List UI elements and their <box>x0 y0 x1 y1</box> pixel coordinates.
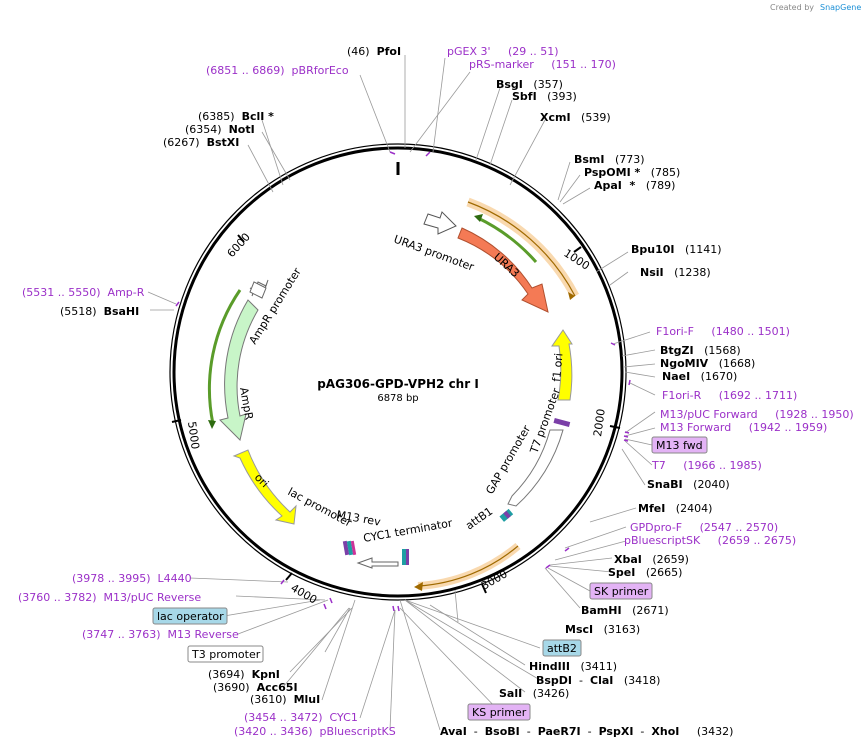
site-label-bsgi: BsgI (357) <box>496 78 563 91</box>
attb2-box-label: attB2 <box>547 642 577 655</box>
site-label-hindiii: HindIII (3411) <box>529 660 617 673</box>
site-label-pgex3: pGEX 3' (29 .. 51) <box>447 45 559 58</box>
site-label-ampr_lbl: (5531 .. 5550) Amp-R <box>22 286 145 299</box>
f1-ori-arrow <box>551 329 573 401</box>
site-label-avai: AvaI - BsoBI - PaeR7I - PspXI - XhoI (34… <box>440 725 733 738</box>
site-label-ngomiv: NgoMIV (1668) <box>660 357 755 370</box>
site-label-bstxi: (6267) BstXI <box>163 136 239 149</box>
site-label-xcmi: XcmI (539) <box>540 111 611 124</box>
attb2-marker <box>402 549 406 565</box>
site-label-m13puc: M13/pUC Forward (1928 .. 1950) <box>660 408 854 421</box>
site-label-cyc1: (3454 .. 3472) CYC1 <box>244 711 358 724</box>
backbone-inner <box>172 146 624 598</box>
t7-marker <box>553 417 571 427</box>
site-label-bspdi: BspDI - ClaI (3418) <box>536 674 660 687</box>
plasmid-size: 6878 bp <box>377 393 418 404</box>
ampr-arrow <box>219 299 259 441</box>
snapgene-logo: SnapGene <box>820 3 861 12</box>
site-labels: (46) PfoI pGEX 3' (29 .. 51)pRS-marker (1… <box>18 45 854 738</box>
site-label-f1orif: F1ori-F (1480 .. 1501) <box>656 325 790 338</box>
site-label-gpdprof: GPDpro-F (2547 .. 2570) <box>630 521 778 534</box>
ura3-arrow <box>457 227 549 313</box>
site-label-bpu10i: Bpu10I (1141) <box>631 243 722 256</box>
site-label-bsmi: BsmI (773) <box>574 153 645 166</box>
site-label-msci: MscI (3163) <box>565 623 640 636</box>
site-label-pblks: (3420 .. 3436) pBluescriptKS <box>234 725 396 738</box>
label-f1-ori: f1 ori <box>550 353 565 383</box>
cyc1-terminator-arrow <box>356 557 399 569</box>
attb2-box <box>542 639 582 657</box>
sk-primer-box-label: SK primer <box>594 585 649 598</box>
lac-operator-marker <box>346 540 354 556</box>
t3-promoter-box <box>187 645 264 663</box>
primer-markers <box>175 151 631 612</box>
site-label-snabi: SnaBI (2040) <box>647 478 730 491</box>
gap-promoter-arrow <box>507 429 564 507</box>
tick-5000: 5000 <box>185 421 202 451</box>
site-label-m13pucrev: (3760 .. 3782) M13/pUC Reverse <box>18 591 201 604</box>
site-label-bamhi: BamHI (2671) <box>581 604 669 617</box>
ura3-orf-arrow <box>467 201 576 297</box>
site-label-t7: T7 (1966 .. 1985) <box>651 459 762 472</box>
lac-operator-box-label: lac operator <box>157 610 224 623</box>
site-label-f1orir: F1ori-R (1692 .. 1711) <box>662 389 797 402</box>
site-label-pfoi: (46) PfoI <box>347 45 401 58</box>
vph2-arrow <box>417 545 519 587</box>
site-label-pspomi: PspOMI * (785) <box>584 166 680 179</box>
m13-rev-marker <box>342 540 350 556</box>
label-ampr-promoter: AmpR promoter <box>247 265 305 346</box>
scale-ticks <box>171 234 621 594</box>
site-label-bcli: (6385) BclI * <box>198 110 274 123</box>
m13-fwd-box <box>651 436 708 454</box>
site-label-mfei: MfeI (2404) <box>638 502 712 515</box>
plasmid-name: pAG306-GPD-VPH2 chr I <box>317 377 479 391</box>
ampr-promoter-box <box>249 281 267 299</box>
tick-6000: 6000 <box>225 231 253 261</box>
lac-promoter-marker <box>350 540 357 556</box>
ampr-green-arrow <box>207 289 242 425</box>
label-attb1: attB1 <box>463 505 495 533</box>
attb2-inner <box>406 549 409 565</box>
ura3-orf-head <box>568 292 575 300</box>
lac-operator-box <box>152 607 228 625</box>
site-label-pblsk: pBluescriptSK (2659 .. 2675) <box>624 534 796 547</box>
site-label-apai: ApaI * (789) <box>594 179 675 192</box>
site-label-btgzi: BtgZI (1568) <box>660 344 741 357</box>
attb1-inner <box>503 510 511 519</box>
ura3-green-head <box>474 214 483 222</box>
ura3-promoter-arrow <box>423 211 457 235</box>
site-label-mlui: (3610) MluI <box>250 693 320 706</box>
site-label-kpni: (3694) KpnI <box>208 668 280 681</box>
site-label-nsii: NsiI (1238) <box>640 266 711 279</box>
site-label-pbrforeco: (6851 .. 6869) pBRforEco <box>206 64 349 77</box>
credit-prefix: Created by <box>770 3 814 12</box>
sk-primer-box <box>589 582 653 600</box>
site-label-spei: SpeI (2665) <box>608 566 682 579</box>
site-label-bsahi: (5518) BsaHI <box>60 305 139 318</box>
site-label-sali: SalI (3426) <box>499 687 569 700</box>
ori-arrow <box>232 449 297 525</box>
site-label-prsmarker: pRS-marker (151 .. 170) <box>469 58 616 71</box>
site-label-noti: (6354) NotI <box>185 123 255 136</box>
site-label-m13fwd_l: M13 Forward (1942 .. 1959) <box>660 421 827 434</box>
leader-lines <box>147 55 656 731</box>
site-label-l4440: (3978 .. 3995) L4440 <box>72 572 192 585</box>
ampr-green-head <box>208 420 216 429</box>
tick-2000: 2000 <box>591 408 608 438</box>
m13-fwd-box-label: M13 fwd <box>656 439 703 452</box>
ura3-green-arrow <box>477 216 538 263</box>
t3-promoter-box-label: T3 promoter <box>191 648 261 661</box>
vph2-head <box>414 582 423 591</box>
site-label-naei: NaeI (1670) <box>662 370 737 383</box>
ks-primer-box-label: KS primer <box>472 706 527 719</box>
site-label-sbfi: SbfI (393) <box>512 90 577 103</box>
ks-primer-box <box>467 703 531 721</box>
label-ampr: AmpR <box>237 386 256 421</box>
site-label-acc65i: (3690) Acc65I <box>213 681 298 694</box>
site-label-xbai: XbaI (2659) <box>614 553 689 566</box>
site-label-m13rev_l: (3747 .. 3763) M13 Reverse <box>82 628 239 641</box>
